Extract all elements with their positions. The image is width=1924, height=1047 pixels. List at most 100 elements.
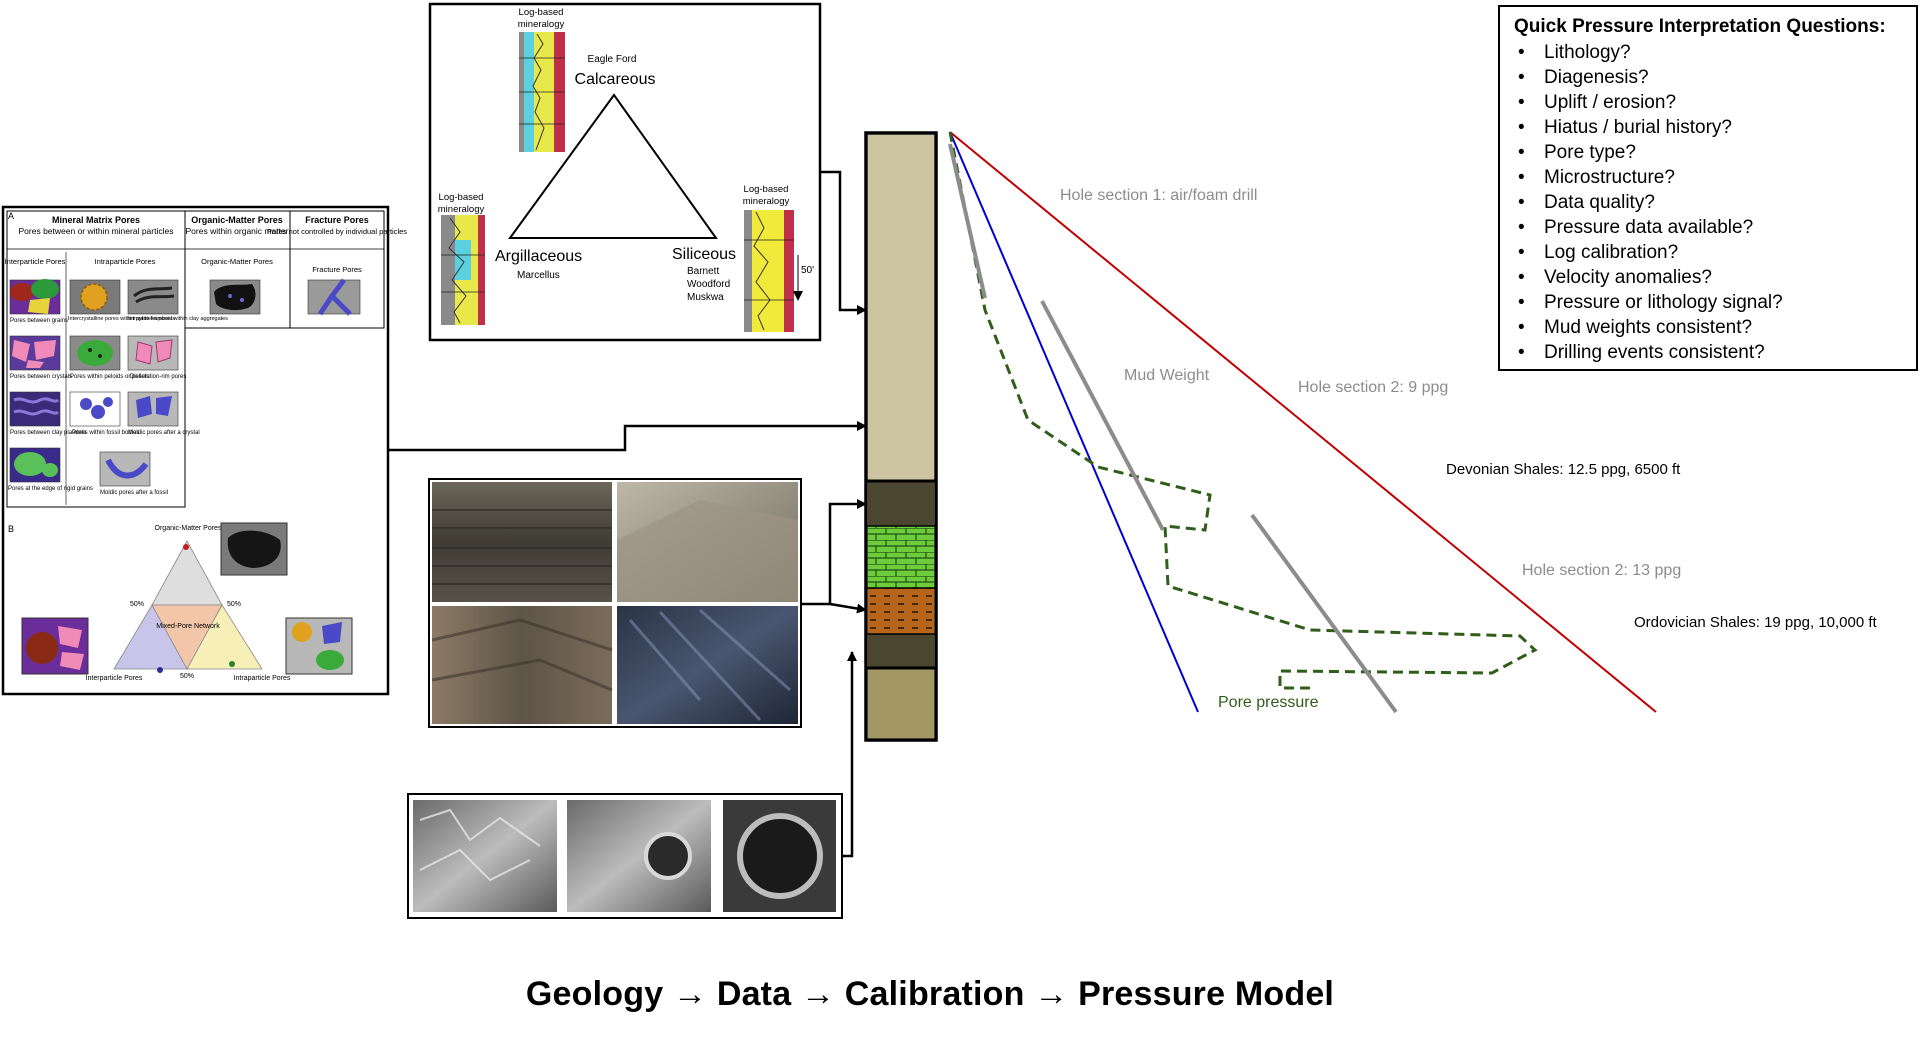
scale-label: 50' <box>801 265 814 276</box>
overburden-red-line <box>949 131 1657 713</box>
question-text: Data quality? <box>1544 192 1655 213</box>
questions-list: •Lithology? •Diagenesis? •Uplift / erosi… <box>1514 40 1916 365</box>
vertex-right-sub-3: Muskwa <box>687 292 724 303</box>
question-text: Lithology? <box>1544 42 1631 63</box>
question-text: Pressure or lithology signal? <box>1544 292 1783 313</box>
label-pore-pressure: Pore pressure <box>1218 694 1319 711</box>
bullet: • <box>1518 117 1525 138</box>
question-item: •Log calibration? <box>1514 240 1916 265</box>
pore-pressure-curve <box>948 131 1538 690</box>
bullet: • <box>1518 92 1525 113</box>
column-dark-shale-1 <box>868 481 934 526</box>
pore-caption-3: Intraplatelet pores within clay aggregat… <box>128 316 228 322</box>
mineralogy-triangle <box>508 93 718 239</box>
pore-swatch-organic-matter <box>209 279 261 315</box>
panel-a-label: A <box>8 211 14 221</box>
log-track-right <box>744 210 794 332</box>
bullet: • <box>1518 317 1525 338</box>
fracture-title: Fracture Pores <box>305 215 369 225</box>
question-text: Drilling events consistent? <box>1544 342 1765 363</box>
question-item: • Pressure or lithology signal? <box>1514 290 1916 315</box>
column-lower-olive <box>868 668 934 738</box>
bullet: • <box>1518 167 1525 188</box>
question-item: • Diagenesis? <box>1514 65 1916 90</box>
question-item: • Uplift / erosion? <box>1514 90 1916 115</box>
question-text: Uplift / erosion? <box>1544 92 1677 113</box>
pore-swatch-rigid-grains <box>9 447 61 483</box>
panel-b-label: B <box>8 524 14 534</box>
arrow-pores <box>388 421 867 452</box>
arrow-mineralogy <box>820 170 867 315</box>
label-devonian: Devonian Shales: 12.5 ppg, 6500 ft <box>1446 461 1681 478</box>
stratigraphic-column <box>864 131 938 742</box>
fracture-sub: Pores not controlled by individual parti… <box>267 227 407 236</box>
log-label-right-2: mineralogy <box>743 196 790 207</box>
pore-caption-11: Moldic pores after a fossil <box>100 490 168 496</box>
question-text: Log calibration? <box>1544 242 1679 263</box>
pore-caption-4: Pores between crystals <box>10 374 72 380</box>
column-upper-tan <box>868 135 934 481</box>
apex-top-label: Calcareous <box>575 71 656 88</box>
label-mud-weight: Mud Weight <box>1124 367 1210 384</box>
pressure-plot: Hole section 1: air/foam drill Mud Weigh… <box>948 131 1877 714</box>
question-item: • Pressure data available? <box>1514 215 1916 240</box>
pore-caption-7: Pores between clay platelets <box>10 430 86 436</box>
om-pores-heading: Organic-Matter Pores <box>201 257 273 266</box>
intraparticle-heading: Intraparticle Pores <box>95 257 156 266</box>
bullet: • <box>1518 192 1525 213</box>
pore-caption-6: Dissolution-rim pores <box>130 374 186 380</box>
organic-matter-sub: Pores within organic matter <box>186 226 289 236</box>
mineralogy-ternary-panel: Log-based mineralogy Log-based mineralog… <box>428 2 822 342</box>
vertex-right-label: Siliceous <box>672 246 736 263</box>
ternary-dot-red <box>183 544 189 550</box>
connector-arrows <box>388 170 867 858</box>
pore-swatch-framboids <box>69 279 121 315</box>
question-item: •Velocity anomalies? <box>1514 265 1916 290</box>
hydrostatic-blue-line <box>949 131 1199 713</box>
pore-caption-1: Pores between grains <box>10 318 68 324</box>
question-item: • Data quality? <box>1514 190 1916 215</box>
question-text: Diagenesis? <box>1544 67 1649 88</box>
pore-swatch-grains <box>9 279 61 315</box>
sem-images-panel <box>407 793 843 919</box>
log-label-top-1: Log-based <box>519 7 564 18</box>
pore-swatch-fossil-bodies <box>69 391 121 427</box>
label-hole-section-2b: Hole section 2: 13 ppg <box>1522 562 1681 579</box>
question-item: •Mud weights consistent? <box>1514 315 1916 340</box>
tern-right-label: Intraparticle Pores <box>234 675 291 682</box>
interparticle-heading: Interparticle Pores <box>5 257 66 266</box>
apex-small-label: Eagle Ford <box>588 54 637 65</box>
vertex-right-sub-2: Woodford <box>687 279 730 290</box>
questions-title: Quick Pressure Interpretation Questions: <box>1514 16 1886 37</box>
mud-weight-segment-2 <box>1040 300 1165 531</box>
pore-swatch-clay-aggregates <box>127 279 179 315</box>
sem-image-1 <box>413 800 557 912</box>
pore-caption-9: Moldic pores after a crystal <box>128 430 200 436</box>
log-label-right-1: Log-based <box>744 184 789 195</box>
bullet: • <box>1518 142 1525 163</box>
bullet: • <box>1518 217 1525 238</box>
outcrop-photo-3 <box>432 606 612 724</box>
tern-pct-bottom: 50% <box>180 673 194 680</box>
bullet: • <box>1518 292 1525 313</box>
pore-caption-2: Intercrystalline pores within pyrite fra… <box>68 316 175 322</box>
vertex-right-sub-1: Barnett <box>687 266 719 277</box>
question-item: •Lithology? <box>1514 40 1916 65</box>
column-limestone <box>868 526 934 588</box>
tern-top-label: Organic-Matter Pores <box>155 525 222 532</box>
pore-ternary-center <box>151 604 223 670</box>
bullet: • <box>1518 67 1525 88</box>
vertex-left-label: Argillaceous <box>495 248 582 265</box>
question-text: Pressure data available? <box>1544 217 1754 238</box>
pore-swatch-crystals <box>9 335 61 371</box>
log-label-left-2: mineralogy <box>438 204 485 215</box>
arrow-sem <box>842 651 857 858</box>
pore-swatch-moldic-crystal <box>127 391 179 427</box>
tern-center-label: Mixed-Pore Network <box>156 623 220 630</box>
tern-pct-left: 50% <box>130 601 144 608</box>
label-hole-section-1: Hole section 1: air/foam drill <box>1060 187 1257 204</box>
pore-caption-8: Pores within fossil bodies <box>72 430 139 436</box>
pore-swatch-fracture <box>307 278 361 316</box>
vertex-left-sub: Marcellus <box>517 270 560 281</box>
